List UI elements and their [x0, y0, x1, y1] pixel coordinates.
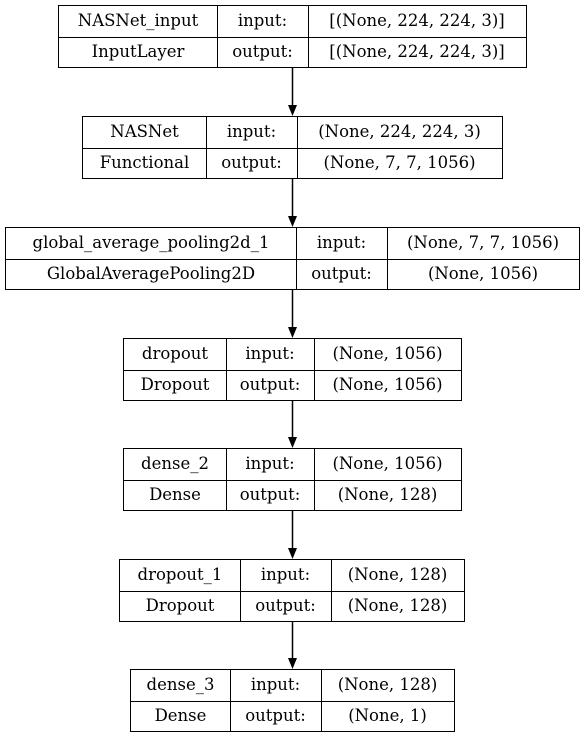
layer-type: Dropout	[140, 375, 210, 394]
output-label: output:	[239, 375, 301, 394]
layer-name: dense_3	[146, 675, 215, 694]
layer-row-top: dense_3 input: (None, 128)	[131, 670, 454, 701]
layer-row-top: dropout_1 input: (None, 128)	[120, 560, 464, 591]
layer-type: Dropout	[145, 596, 215, 615]
layer-type: Functional	[99, 153, 190, 172]
output-label: output:	[221, 153, 282, 172]
layer-row-top: NASNet_input input: [(None, 224, 224, 3)…	[59, 6, 526, 37]
arrowhead-icon	[288, 105, 297, 116]
layer-row-top: dropout input: (None, 1056)	[124, 339, 461, 370]
output-label: output:	[311, 264, 372, 283]
layer-row-bottom: Dropout output: (None, 128)	[120, 590, 464, 621]
layer-node-dropout[interactable]: dropout input: (None, 1056) Dropout outp…	[123, 338, 462, 401]
layer-row-bottom: Functional output: (None, 7, 7, 1056)	[83, 147, 502, 178]
output-label: output:	[239, 485, 301, 504]
layer-node-dropout-1[interactable]: dropout_1 input: (None, 128) Dropout out…	[119, 559, 465, 622]
layer-name: dense_2	[141, 454, 209, 473]
input-shape: [(None, 224, 224, 3)]	[329, 11, 505, 30]
layer-row-top: global_average_pooling2d_1 input: (None,…	[6, 228, 579, 259]
input-label: input:	[260, 565, 311, 584]
input-label: input:	[245, 454, 295, 473]
output-label: output:	[232, 42, 293, 61]
layer-node-nasnet[interactable]: NASNet input: (None, 224, 224, 3) Functi…	[82, 116, 503, 179]
layer-row-bottom: Dropout output: (None, 1056)	[124, 369, 461, 400]
layer-name: NASNet_input	[77, 11, 199, 30]
output-shape: (None, 1)	[348, 706, 427, 725]
input-shape: (None, 1056)	[332, 454, 443, 473]
layer-node-dense-3[interactable]: dense_3 input: (None, 128) Dense output:…	[130, 669, 455, 732]
layer-row-bottom: InputLayer output: [(None, 224, 224, 3)]	[59, 36, 526, 67]
input-shape: (None, 7, 7, 1056)	[406, 233, 560, 252]
arrowhead-icon	[288, 658, 297, 669]
layer-row-bottom: GlobalAveragePooling2D output: (None, 10…	[6, 258, 579, 289]
input-shape: (None, 128)	[347, 565, 448, 584]
layer-type: GlobalAveragePooling2D	[46, 264, 256, 283]
layer-type: InputLayer	[91, 42, 185, 61]
input-shape: (None, 1056)	[332, 344, 443, 363]
output-shape: (None, 1056)	[332, 375, 443, 394]
layer-row-bottom: Dense output: (None, 1)	[131, 700, 454, 731]
layer-name: dropout	[141, 344, 209, 363]
input-label: input:	[250, 675, 301, 694]
layer-node-dense-2[interactable]: dense_2 input: (None, 1056) Dense output…	[123, 448, 462, 511]
layer-name: dropout_1	[137, 565, 223, 584]
layer-name: global_average_pooling2d_1	[32, 233, 270, 252]
layer-row-bottom: Dense output: (None, 128)	[124, 479, 461, 510]
layer-row-top: dense_2 input: (None, 1056)	[124, 449, 461, 480]
input-shape: (None, 224, 224, 3)	[318, 122, 481, 141]
layer-name: NASNet	[110, 122, 179, 141]
layer-node-nasnet-input[interactable]: NASNet_input input: [(None, 224, 224, 3)…	[58, 5, 527, 68]
input-label: input:	[237, 11, 288, 30]
output-label: output:	[255, 596, 316, 615]
output-shape: (None, 1056)	[427, 264, 539, 283]
output-label: output:	[245, 706, 306, 725]
output-shape: [(None, 224, 224, 3)]	[329, 42, 505, 61]
input-label: input:	[226, 122, 277, 141]
layer-type: Dense	[154, 706, 207, 725]
layer-type: Dense	[149, 485, 201, 504]
output-shape: (None, 7, 7, 1056)	[323, 153, 476, 172]
output-shape: (None, 128)	[337, 485, 438, 504]
arrowhead-icon	[288, 548, 297, 559]
arrowhead-icon	[288, 327, 297, 338]
input-shape: (None, 128)	[337, 675, 438, 694]
layer-node-global-average-pooling2d-1[interactable]: global_average_pooling2d_1 input: (None,…	[5, 227, 580, 290]
input-label: input:	[245, 344, 295, 363]
input-label: input:	[316, 233, 367, 252]
arrowhead-icon	[288, 437, 297, 448]
arrowhead-icon	[288, 216, 297, 227]
output-shape: (None, 128)	[347, 596, 448, 615]
layer-row-top: NASNet input: (None, 224, 224, 3)	[83, 117, 502, 148]
